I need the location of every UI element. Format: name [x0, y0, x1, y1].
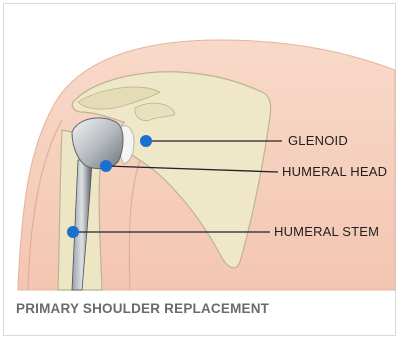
- figure-caption: PRIMARY SHOULDER REPLACEMENT: [16, 301, 269, 316]
- glenoid-label: GLENOID: [288, 133, 348, 148]
- humeral-stem-label: HUMERAL STEM: [274, 224, 379, 239]
- glenoid-marker: [140, 135, 152, 147]
- humeral-head-marker: [100, 160, 112, 172]
- humeral-head-leader: [106, 166, 278, 172]
- humeral-head-label: HUMERAL HEAD: [282, 164, 387, 179]
- humeral-stem-marker: [67, 226, 79, 238]
